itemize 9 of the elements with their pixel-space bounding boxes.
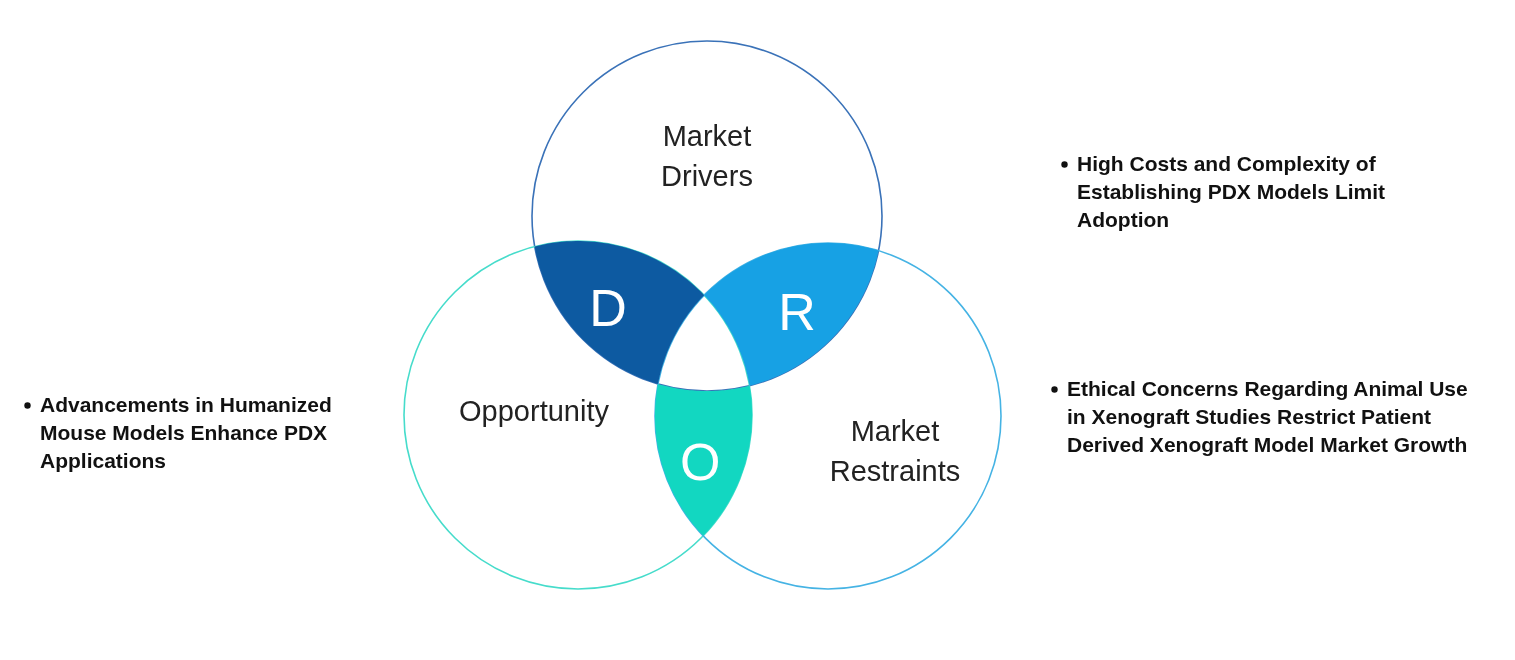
circle-label: Market Restraints [805, 411, 985, 491]
circle-label: Market Drivers [627, 116, 787, 196]
bullet-text: Advancements in Humanized Mouse Models Enhance PDX Applications [18, 391, 373, 475]
region-letter: R [777, 284, 817, 340]
region-letter: D [588, 280, 628, 336]
circle-label: Opportunity [424, 391, 644, 431]
bullet-text: High Costs and Complexity of Establishing PDX Models Limit Adoption [1055, 150, 1435, 234]
bullet-text: Ethical Concerns Regarding Animal Use in Xenograft Studies Restrict Patient Derived Xenograft Model Market Growth [1045, 375, 1475, 459]
region-letter: O [680, 434, 720, 490]
